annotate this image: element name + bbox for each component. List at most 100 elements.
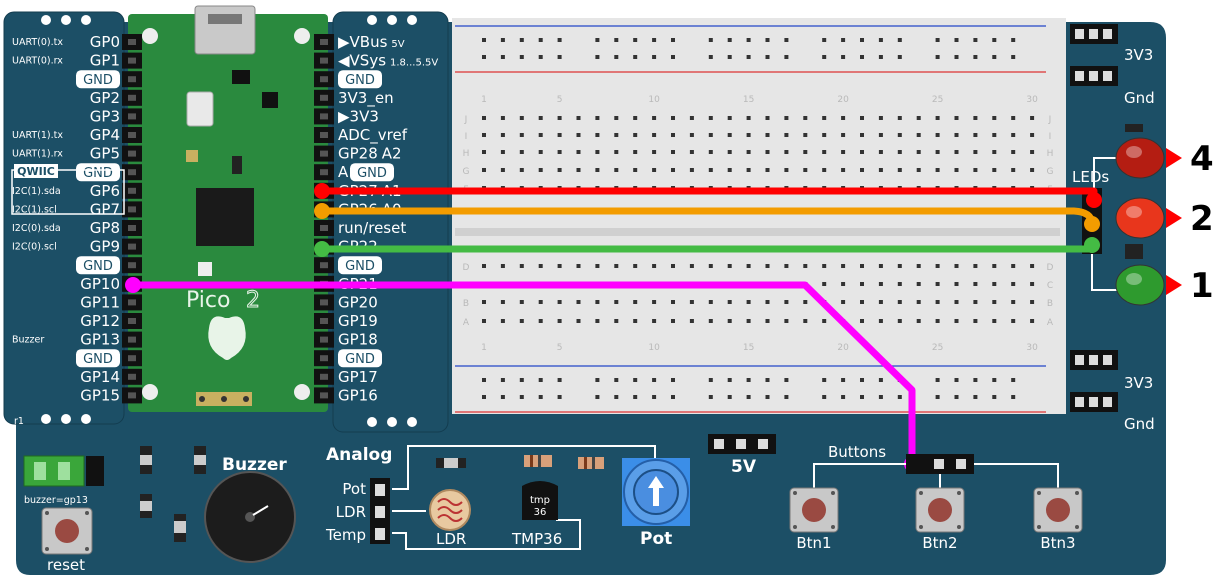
- left-pin-label: GP14: [80, 368, 120, 386]
- reset-label: reset: [47, 556, 85, 574]
- led-number: 1: [1190, 266, 1214, 306]
- left-pin-label: GND: [83, 73, 113, 88]
- bb-col-number: 10: [648, 95, 660, 105]
- right-pin-sub: A2: [382, 145, 402, 163]
- gnd-badge: [350, 163, 394, 182]
- left-pin-function: UART(1).tx: [12, 130, 63, 141]
- bb-row-letter: I: [1049, 132, 1052, 142]
- analog-row-pot: Pot: [342, 480, 366, 498]
- button-label: Btn2: [922, 534, 957, 552]
- left-pin-function: UART(0).tx: [12, 37, 63, 48]
- left-pin-label: GP13: [80, 331, 120, 349]
- label-3v3-bottom: 3V3: [1124, 374, 1153, 392]
- right-pin-sub: GND: [357, 166, 387, 181]
- led-number: 2: [1190, 199, 1214, 239]
- bb-col-number: 20: [837, 343, 849, 353]
- usb-port: [194, 5, 256, 55]
- left-pin-panel: [3, 11, 125, 425]
- gnd-badge: [338, 70, 382, 89]
- button-label: Btn3: [1040, 534, 1075, 552]
- gnd-badge: [76, 256, 120, 275]
- bb-row-letter: J: [1048, 115, 1052, 125]
- qwiic-label: QWIIC: [17, 165, 55, 178]
- left-pin-function: I2C(1).sda: [12, 186, 61, 197]
- bb-row-letter: C: [1047, 281, 1053, 291]
- right-pin-label: GND: [345, 352, 375, 367]
- bb-row-letter: H: [463, 149, 470, 159]
- right-pin-sub: 5V: [391, 39, 404, 50]
- left-pin-label: GP7: [90, 200, 120, 218]
- left-pin-label: GP4: [90, 126, 120, 144]
- button-btn2[interactable]: Btn2: [915, 487, 965, 552]
- leds-label: LEDs: [1072, 168, 1109, 186]
- bootsel-button[interactable]: [186, 91, 214, 127]
- label-3v3-top: 3V3: [1124, 46, 1153, 64]
- bb-row-letter: A: [1047, 318, 1054, 328]
- right-headers: [1070, 24, 1118, 412]
- buzzer-title: Buzzer: [222, 455, 287, 475]
- led-arrow-icon: [1166, 275, 1182, 295]
- bb-col-number: 30: [1026, 95, 1038, 105]
- raspberry-icon: [208, 316, 246, 360]
- pico-logo: Pico: [186, 288, 230, 313]
- wire-end: [1084, 216, 1100, 232]
- left-pin-label: GP3: [90, 107, 120, 125]
- left-pin-function: UART(1).rx: [12, 149, 63, 160]
- tmp36-label: TMP36: [511, 530, 562, 548]
- led-2: 2: [1115, 197, 1214, 252]
- mount-hole: [142, 28, 158, 44]
- left-pin-label: GND: [83, 259, 113, 274]
- left-pin-function: I2C(1).scl: [12, 204, 57, 215]
- right-pin-label: ▶3V3: [338, 107, 379, 125]
- bb-col-number: 1: [481, 95, 487, 105]
- right-pin-label: GP16: [338, 386, 378, 404]
- wire-end: [314, 183, 330, 199]
- gnd-badge: [338, 256, 382, 275]
- wire-end: [314, 241, 330, 257]
- right-pin-sub: 1.8...5.5V: [390, 58, 438, 69]
- tmp36-body-line2: 36: [534, 507, 547, 518]
- left-pin-label: GP0: [90, 33, 120, 51]
- bb-row-letter: A: [463, 318, 470, 328]
- led-number: 4: [1190, 139, 1214, 179]
- right-pin-label: GP19: [338, 312, 378, 330]
- led-4: 4: [1115, 124, 1214, 179]
- led-1: 1: [1115, 251, 1214, 306]
- label-5v: 5V: [731, 457, 757, 477]
- rp2350-chip: [196, 188, 254, 246]
- right-pin-label: GP17: [338, 368, 378, 386]
- bb-col-number: 30: [1026, 343, 1038, 353]
- button-btn3[interactable]: Btn3: [1033, 487, 1083, 552]
- left-pin-label: GP5: [90, 145, 120, 163]
- bb-row-letter: I: [465, 132, 468, 142]
- bb-row-letter: G: [1047, 167, 1054, 177]
- center-channel: [455, 228, 1060, 236]
- button-label: Btn1: [796, 534, 831, 552]
- left-pin-label: GP1: [90, 52, 120, 70]
- bb-col-number: 25: [932, 343, 943, 353]
- gnd-badge: [76, 70, 120, 89]
- bb-row-letter: H: [1047, 149, 1054, 159]
- bb-row-letter: J: [464, 115, 468, 125]
- bb-col-number: 15: [743, 343, 754, 353]
- buzzer-jumper[interactable]: [23, 455, 85, 487]
- bb-col-number: 10: [648, 343, 660, 353]
- wire-end: [1086, 192, 1102, 208]
- led-arrow-icon: [1166, 208, 1182, 228]
- wire-end: [314, 203, 330, 219]
- bb-col-number: 5: [557, 95, 563, 105]
- right-pin-label: GP18: [338, 331, 378, 349]
- left-pin-function: UART(0).rx: [12, 56, 63, 67]
- right-pin-label: 3V3_en: [338, 89, 394, 108]
- corner-label: r1: [14, 416, 24, 427]
- analog-row-temp: Temp: [325, 526, 366, 544]
- wire-gp10: [133, 281, 916, 464]
- bb-col-number: 25: [932, 95, 943, 105]
- button-btn1[interactable]: Btn1: [789, 487, 839, 552]
- pico-board: Pico 2: [122, 5, 334, 412]
- right-pin-label: GND: [345, 259, 375, 274]
- right-pin-label: ADC_vref: [338, 126, 408, 145]
- left-pin-label: GP9: [90, 238, 120, 256]
- bb-row-letter: D: [1047, 263, 1054, 273]
